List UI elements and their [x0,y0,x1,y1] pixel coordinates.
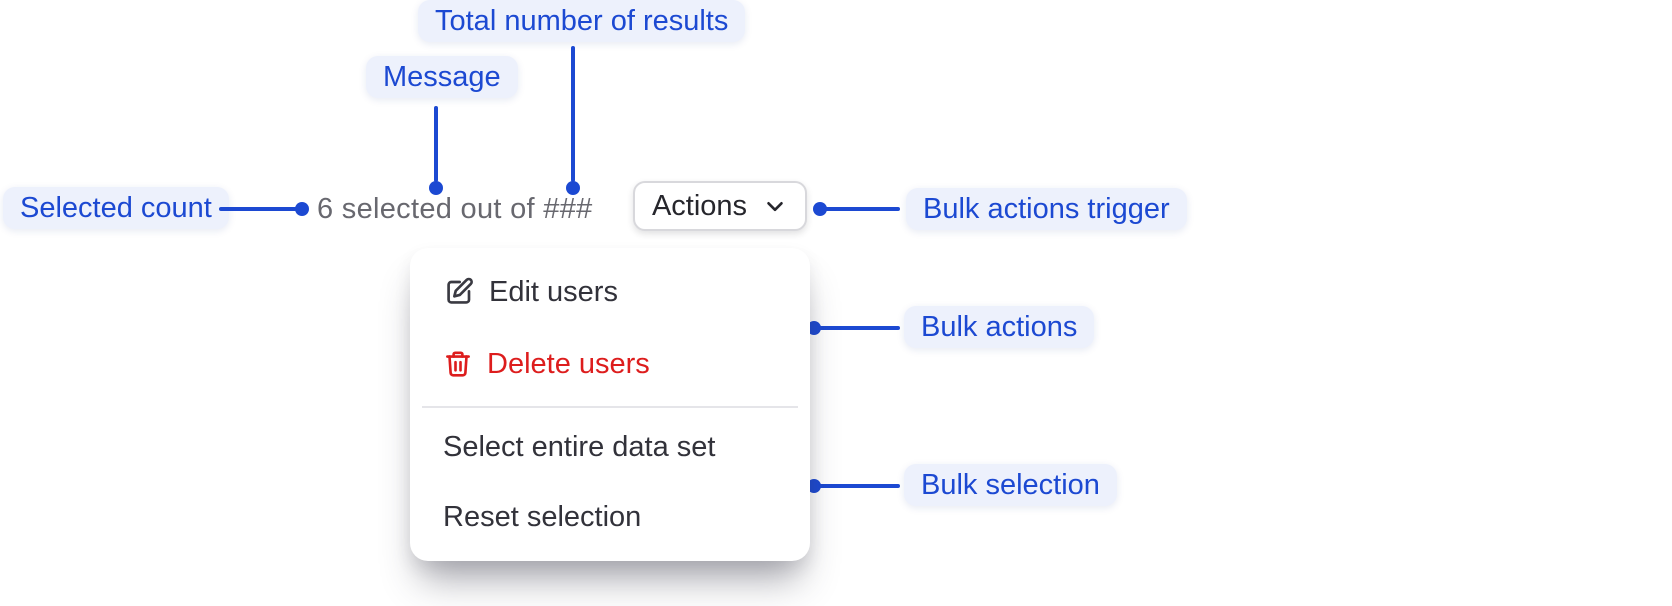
connector-dot-bulk-actions [807,321,821,335]
annotation-label-bulk-actions: Bulk actions [904,306,1095,348]
annotation-label-selected-count: Selected count [3,187,229,229]
connector-dot-bulk-actions-trigger [813,202,827,216]
edit-icon [443,276,475,308]
connector-dot-selected-count [295,202,309,216]
menu-item-select-entire-data-set[interactable]: Select entire data set [443,418,796,476]
connector-line-total-results [571,46,575,182]
connector-line-bulk-actions-trigger [824,207,900,211]
menu-item-label: Delete users [487,347,650,380]
connector-line-message [434,106,438,182]
menu-item-label: Reset selection [443,500,642,533]
bulk-actions-menu: Edit users Delete users Select entire da… [410,248,810,561]
annotation-label-total-results: Total number of results [418,0,746,42]
bulk-actions-trigger-button[interactable]: Actions [633,181,807,231]
annotation-label-message: Message [366,56,518,98]
menu-divider [422,406,798,408]
connector-line-bulk-actions [818,326,900,330]
connector-line-bulk-selection [818,484,900,488]
menu-item-label: Select entire data set [443,430,716,463]
connector-dot-total-results [566,181,580,195]
menu-item-reset-selection[interactable]: Reset selection [443,488,796,546]
annotation-label-bulk-selection: Bulk selection [904,464,1117,506]
connector-line-selected-count [219,207,297,211]
connector-dot-message [429,181,443,195]
chevron-down-icon [762,193,788,219]
connector-dot-bulk-selection [807,479,821,493]
menu-item-edit-users[interactable]: Edit users [443,263,796,321]
selection-count-message: 6 selected out of ### [317,193,593,225]
actions-button-label: Actions [651,189,748,222]
menu-item-delete-users[interactable]: Delete users [443,335,796,393]
annotation-label-bulk-actions-trigger: Bulk actions trigger [906,188,1187,230]
trash-icon [443,348,473,380]
menu-item-label: Edit users [489,275,618,308]
